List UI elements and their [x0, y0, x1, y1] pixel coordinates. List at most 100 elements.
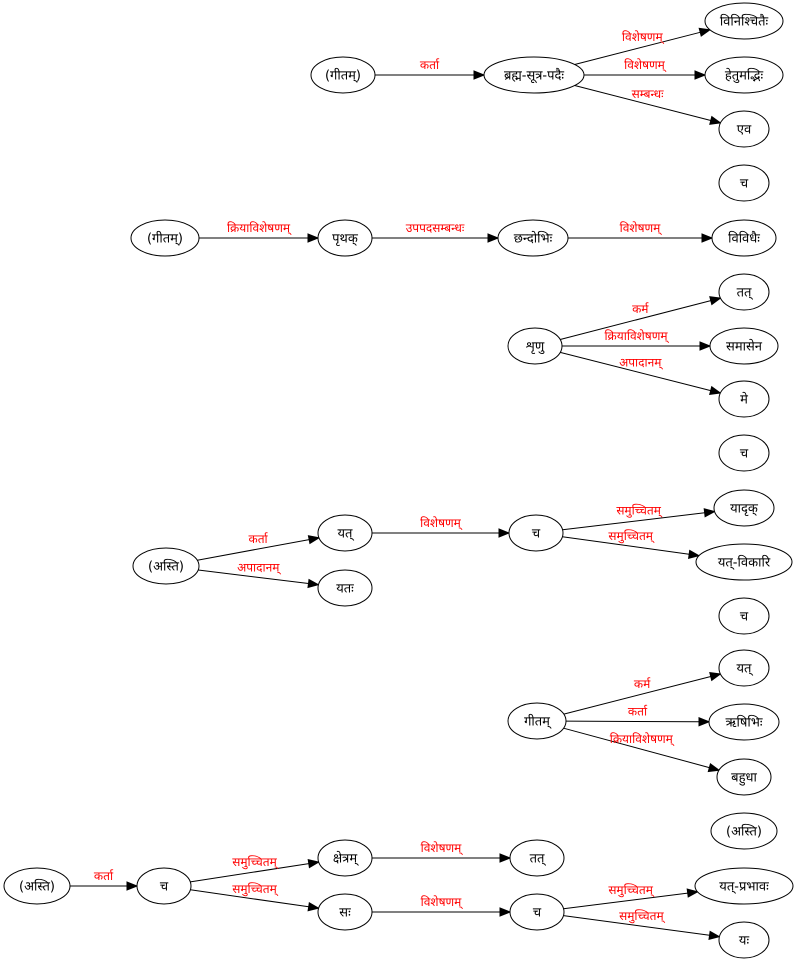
node-label: (गीतम्)	[147, 231, 183, 247]
edge-label: कर्ता	[628, 705, 648, 719]
graph-node: यत्-विकारि	[695, 543, 793, 581]
node-label: (अस्ति)	[148, 559, 184, 575]
node-label: यादृक्	[730, 502, 759, 517]
edge-label: कर्ता	[94, 869, 114, 883]
graph-node: (अस्ति)	[3, 867, 71, 905]
node-label: हेतुमद्भिः	[725, 68, 764, 84]
node-label: ऋषिभिः	[725, 715, 762, 731]
edge-label: विशेषणम्	[624, 58, 667, 73]
node-label: तत्	[737, 286, 754, 301]
node-ellipse	[317, 219, 373, 257]
node-ellipse	[136, 867, 192, 905]
node-label: यत्	[338, 527, 355, 542]
edge-arrowhead	[126, 881, 139, 891]
node-label: यतः	[336, 582, 354, 597]
graph-edge: विशेषणम्	[574, 27, 712, 65]
graph-node: बहुधा	[716, 758, 772, 796]
edge-arrowhead	[709, 672, 722, 682]
edge-arrowhead	[498, 528, 511, 538]
node-ellipse	[310, 56, 376, 94]
edge-line	[562, 512, 705, 531]
node-label: बहुधा	[731, 771, 757, 787]
edge-label: विशेषणम्	[620, 221, 663, 236]
node-ellipse	[508, 514, 564, 552]
edge-line	[563, 676, 711, 715]
graph-edge: समुच्चितम्	[562, 504, 716, 531]
edge-arrowhead	[709, 115, 722, 125]
graph-edge: समुच्चितम्	[190, 855, 321, 883]
graph-edge: क्रियाविशेषणम्	[562, 329, 712, 351]
graph-node: यः	[718, 921, 770, 959]
node-ellipse	[317, 514, 373, 552]
node-ellipse	[509, 839, 565, 877]
node-ellipse	[718, 921, 770, 959]
graph-node: ऋषिभिः	[708, 703, 780, 741]
graph-node: विविधैः	[711, 219, 777, 257]
edge-label: विशेषणम्	[420, 516, 463, 531]
node-ellipse	[132, 547, 200, 585]
edge-line	[562, 536, 690, 555]
node-ellipse	[718, 649, 770, 687]
graph-node: च	[718, 164, 770, 202]
graph-node: तत्	[509, 839, 565, 877]
edge-arrowhead	[307, 233, 320, 243]
node-label: पृथक्	[332, 232, 359, 247]
graph-edge: उपपदसम्बन्धः	[372, 221, 500, 243]
edge-label: अपादानम्	[237, 560, 281, 575]
graph-node: (अस्ति)	[132, 547, 200, 585]
node-ellipse	[695, 543, 793, 581]
edge-label: समुच्चितम्	[608, 529, 655, 544]
node-ellipse	[507, 327, 563, 365]
node-label: सः	[339, 906, 351, 921]
edge-arrowhead	[709, 385, 722, 395]
node-label: एव	[737, 123, 752, 138]
graph-edge: विशेषणम्	[372, 895, 512, 917]
node-ellipse	[718, 597, 770, 635]
node-ellipse	[704, 2, 784, 40]
graph-edge: कर्म	[563, 672, 722, 715]
graph-node: च	[509, 893, 565, 931]
node-label: छन्दोभिः	[514, 231, 553, 247]
node-label: शृणु	[526, 340, 545, 355]
node-label: च	[533, 906, 542, 921]
edge-arrowhead	[473, 70, 486, 80]
graph-node: (अस्ति)	[710, 812, 778, 850]
node-label: तत्	[530, 852, 547, 867]
edge-label: कर्म	[632, 302, 649, 316]
edge-arrowhead	[307, 901, 320, 912]
graph-node: यादृक्	[713, 489, 775, 527]
node-label: क्षेत्रम्	[333, 851, 359, 867]
graph-node: पृथक्	[317, 219, 373, 257]
graph-edge: समुच्चितम्	[563, 883, 699, 910]
graph-edge: समुच्चितम्	[562, 529, 701, 559]
edge-arrowhead	[699, 341, 712, 351]
graph-node: समासेन	[709, 327, 779, 365]
node-ellipse	[718, 434, 770, 472]
graph-edge: कर्ता	[197, 532, 321, 561]
edge-arrowhead	[686, 888, 699, 898]
graph-edge: सम्बन्धः	[574, 85, 722, 125]
edge-label: कर्ता	[249, 532, 269, 546]
graph-node: ब्रह्म-सूत्र-पदैः	[483, 56, 585, 94]
edge-line	[197, 539, 310, 561]
edge-label: समुच्चितम्	[616, 504, 663, 519]
graph-edge: कर्म	[560, 296, 722, 340]
edge-line	[574, 85, 711, 121]
graph-node: शृणु	[507, 327, 563, 365]
edge-label: क्रियाविशेषणम्	[610, 732, 675, 747]
edge-line	[190, 863, 309, 883]
edge-line	[190, 889, 309, 908]
edge-label: कर्ता	[420, 58, 440, 72]
node-ellipse	[317, 839, 373, 877]
node-ellipse	[497, 219, 569, 257]
graph-node: च	[718, 434, 770, 472]
edge-label: कर्म	[634, 677, 651, 691]
node-label: यः	[739, 934, 750, 949]
edge-line	[563, 915, 710, 936]
edge-arrowhead	[694, 70, 707, 80]
node-ellipse	[711, 219, 777, 257]
edge-label: अपादानम्	[619, 356, 663, 371]
graph-edge: अपादानम्	[560, 351, 722, 395]
node-label: च	[740, 177, 749, 192]
